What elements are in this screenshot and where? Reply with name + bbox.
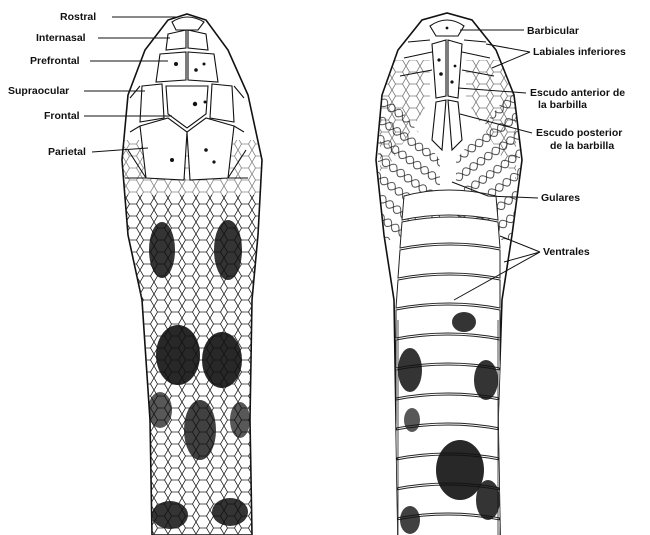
label-escudo-anterior-1: Escudo anterior de <box>530 87 625 99</box>
label-supraocular: Supraocular <box>8 85 69 97</box>
label-parietal: Parietal <box>48 146 86 158</box>
label-ventrales: Ventrales <box>543 246 590 258</box>
label-escudo-posterior-1: Escudo posterior <box>536 127 622 139</box>
dorsal-view <box>120 14 270 535</box>
label-internasal: Internasal <box>36 32 86 44</box>
label-escudo-anterior-2: la barbilla <box>538 99 587 111</box>
label-prefrontal: Prefrontal <box>30 55 80 67</box>
label-gulares: Gulares <box>541 192 580 204</box>
label-labiales-inferiores: Labiales inferiores <box>533 46 626 58</box>
label-escudo-posterior-2: de la barbilla <box>550 140 614 152</box>
label-barbicular: Barbicular <box>527 25 579 37</box>
label-rostral: Rostral <box>60 11 96 23</box>
label-frontal: Frontal <box>44 110 80 122</box>
